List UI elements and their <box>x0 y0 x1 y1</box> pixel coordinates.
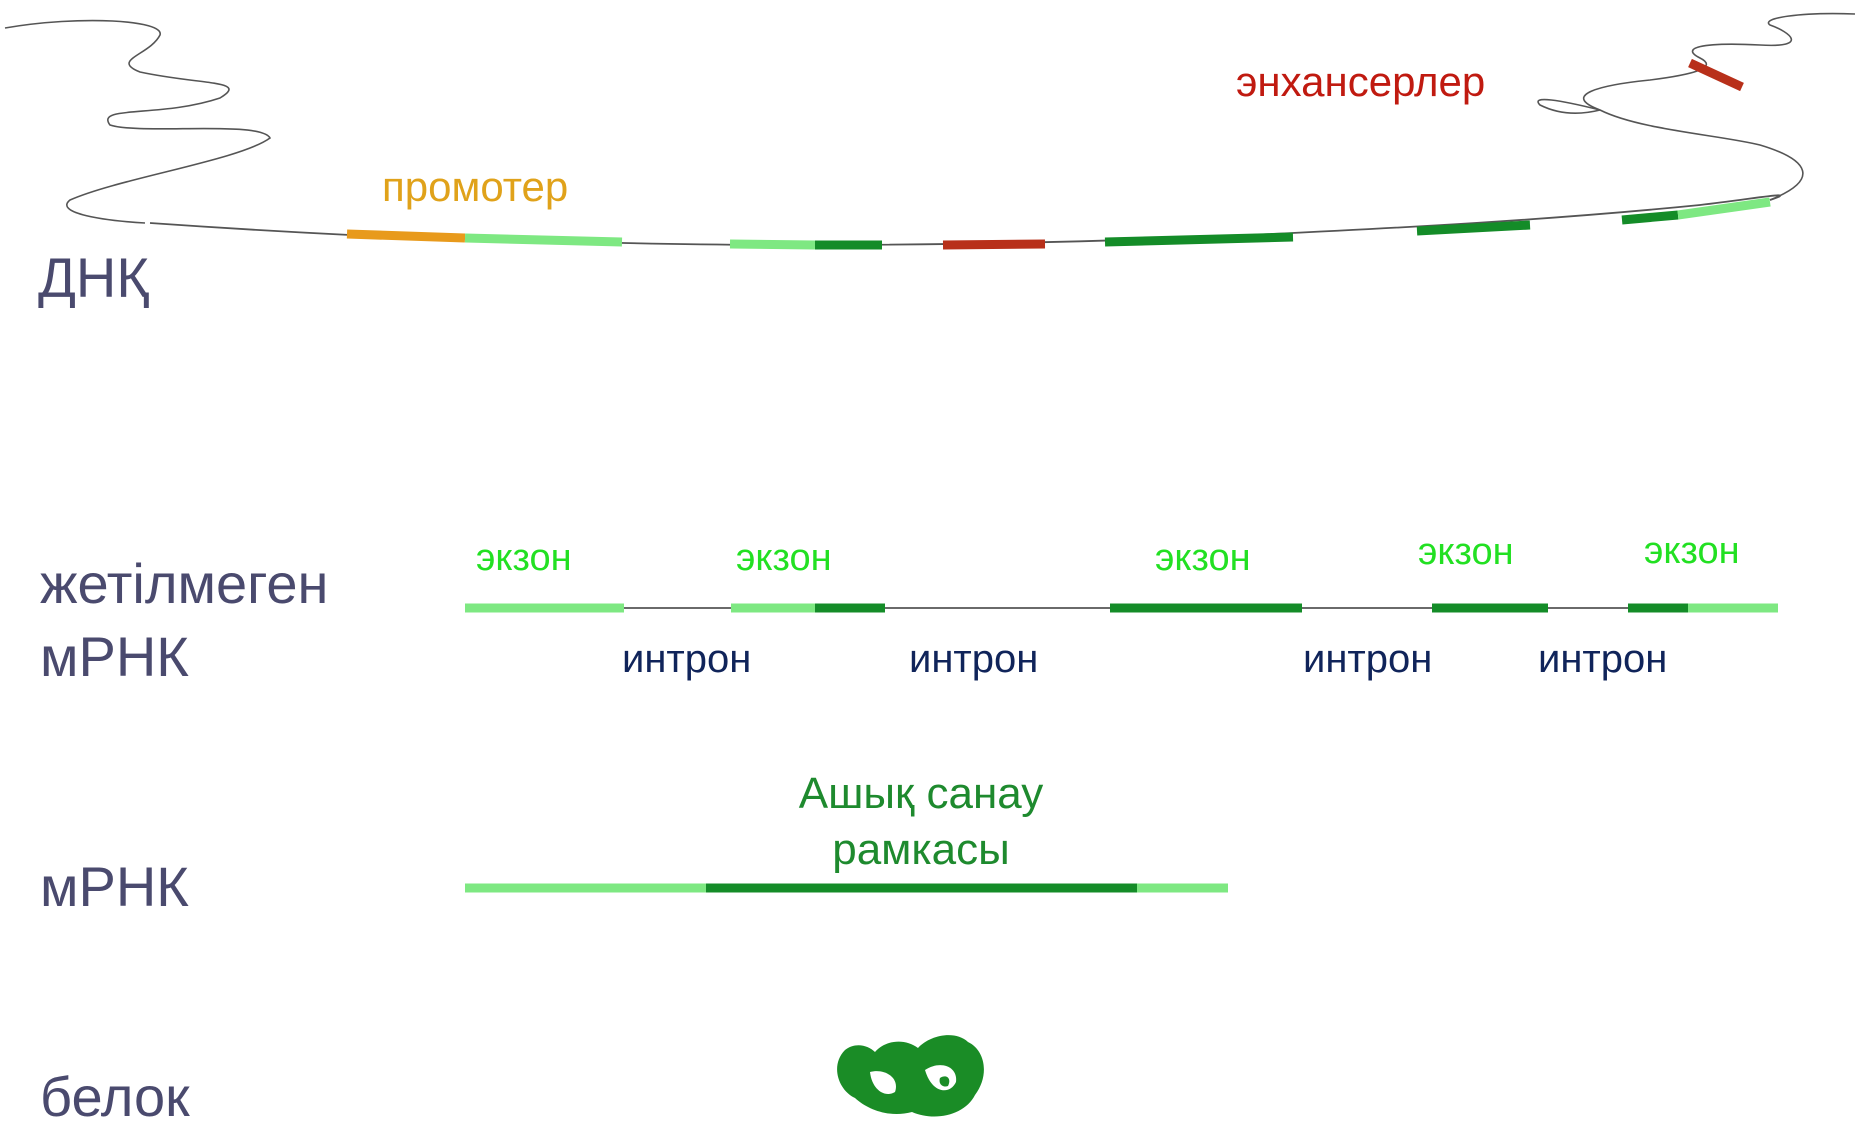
row-label-mrna: мРНК <box>40 855 189 918</box>
intron-label: интрон <box>909 637 1038 681</box>
exon-label: экзон <box>1418 531 1514 573</box>
orf-label-line1: Ашық санау <box>799 769 1044 818</box>
dna-backbone-left-coil <box>4 19 272 224</box>
dna-utr-segment <box>464 233 623 247</box>
dna-enhancer-segment <box>1688 58 1744 92</box>
dna-utr-segment <box>729 239 816 250</box>
enhancers-label: энхансерлер <box>1236 58 1485 105</box>
row-label-dna: ДНҚ <box>38 246 149 309</box>
dna-exon-segment <box>1621 210 1679 225</box>
dna-exon-segment <box>1104 232 1294 247</box>
exon-label: экзон <box>1644 530 1740 572</box>
exon-label: экзон <box>736 537 832 579</box>
intron-label: интрон <box>1303 637 1432 681</box>
exon-label: экзон <box>476 537 572 579</box>
promoter-label: промотер <box>382 163 568 210</box>
dna-backbone-right-loop <box>1537 98 1601 115</box>
protein-icon <box>837 1035 984 1117</box>
row-label-protein: белок <box>40 1065 190 1125</box>
dna-strand <box>4 12 1856 250</box>
dna-enhancer-segment <box>942 239 1046 250</box>
orf-label-line2: рамкасы <box>832 825 1010 874</box>
dna-backbone-right-coil <box>1583 12 1856 201</box>
intron-label: интрон <box>1538 637 1667 681</box>
row-label-premrna-line1: жетілмеген <box>40 552 328 615</box>
dna-promoter-segment <box>346 229 466 243</box>
exon-label: экзон <box>1155 537 1251 579</box>
row-label-premrna-line2: мРНК <box>40 625 189 688</box>
dna-exon-segment <box>1416 220 1531 236</box>
intron-label: интрон <box>622 637 751 681</box>
dna-utr-segment <box>1677 197 1771 220</box>
